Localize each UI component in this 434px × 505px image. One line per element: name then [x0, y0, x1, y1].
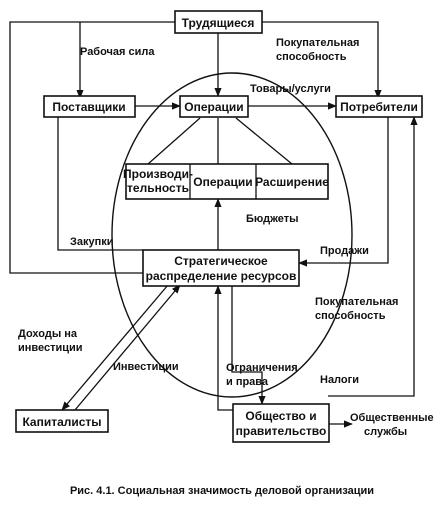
limits-rights-label-1: Ограничения — [226, 362, 298, 374]
suppliers-box — [43, 95, 136, 118]
budgets-label: Бюджеты — [246, 213, 299, 225]
figure-caption: Рис. 4.1. Социальная значимость деловой … — [70, 485, 374, 497]
consumers-box — [335, 95, 423, 118]
sales-label: Продажи — [320, 245, 369, 257]
purchasing-top-arrow — [262, 21, 382, 99]
investment-income-label-1: Доходы на — [18, 328, 78, 340]
sales-arrow — [298, 117, 389, 267]
investments-label: Инвестиции — [113, 361, 179, 373]
purchasing-top-label-1: Покупательная — [276, 37, 359, 49]
purchasing-right-label-1: Покупательная — [315, 296, 398, 308]
capitalists-label: Капиталисты — [22, 415, 101, 429]
income-arrow — [61, 284, 169, 411]
society-label-2: правительство — [236, 424, 327, 438]
purchasing-right-arrow — [328, 116, 418, 397]
capitalists-box — [15, 409, 109, 433]
productivity-label-1: Производи- — [123, 167, 193, 181]
expansion-label: Расширение — [255, 175, 329, 189]
investments-arrow — [74, 284, 181, 411]
limits-arrow — [214, 285, 233, 411]
taxes-label: Налоги — [320, 374, 359, 386]
public-services-label-1: Общественные — [350, 412, 434, 424]
purchasing-right-label-2: способность — [315, 310, 386, 322]
productivity-label-2: тельность — [127, 181, 189, 195]
fan-line-right — [235, 117, 293, 165]
investment-income-label-2: инвестиции — [18, 342, 83, 354]
purchases-line — [57, 117, 143, 251]
organization-ellipse — [111, 72, 353, 398]
strategic-box — [142, 249, 300, 287]
fan-line-left — [147, 117, 201, 165]
labor-force-label: Рабочая сила — [80, 46, 155, 58]
operations-main-box — [179, 95, 249, 118]
society-label-1: Общество и — [245, 409, 316, 423]
public-services-label-2: службы — [364, 426, 407, 438]
taxes-arrow — [231, 286, 266, 405]
goods-services-label: Товары/услуги — [250, 83, 331, 95]
operations-inner-label: Операции — [193, 175, 252, 189]
workers-label: Трудящиеся — [182, 16, 255, 30]
strategic-label-1: Стратегическое — [174, 254, 268, 268]
workers-box — [174, 10, 263, 34]
limits-rights-label-2: и права — [226, 376, 269, 388]
suppliers-label: Поставщики — [52, 100, 125, 114]
loop-left-line — [9, 21, 175, 274]
society-box — [232, 403, 330, 443]
purchases-label: Закупки — [70, 236, 114, 248]
inner-box — [125, 163, 329, 200]
purchasing-top-label-2: способность — [276, 51, 347, 63]
consumers-label: Потребители — [340, 100, 418, 114]
operations-main-label: Операции — [184, 100, 243, 114]
strategic-label-2: распределение ресурсов — [146, 269, 297, 283]
